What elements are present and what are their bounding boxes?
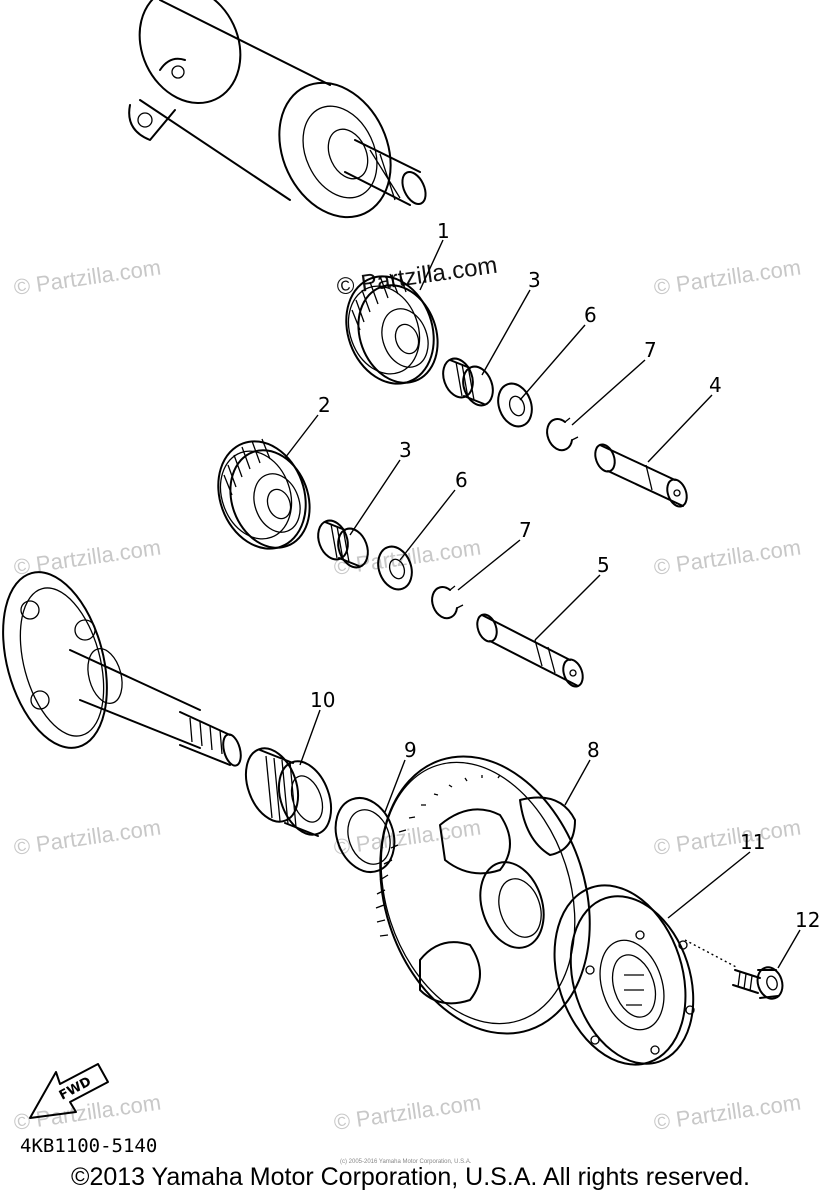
- watermark: © Partzilla.com: [12, 255, 162, 300]
- crankshaft: [2, 571, 242, 767]
- part-label-9: 9: [404, 738, 417, 762]
- washer-9: [334, 797, 396, 873]
- bearing-10: [244, 747, 333, 837]
- one-way-clutch-11: [553, 884, 695, 1066]
- small-notice: (c) 2005-2016 Yamaha Motor Corporation, …: [340, 1159, 472, 1165]
- part-label-2: 2: [318, 393, 331, 417]
- watermark: © Partzilla.com: [652, 815, 802, 860]
- needle-bearing-3b: [317, 519, 369, 569]
- part-label-5: 5: [597, 553, 610, 577]
- part-label-4: 4: [709, 373, 722, 397]
- shaft-4: [594, 443, 688, 508]
- part-label-7b: 7: [519, 518, 532, 542]
- starter-motor: [128, 0, 427, 219]
- part-label-12: 12: [795, 908, 820, 932]
- watermark: © Partzilla.com: [652, 255, 802, 300]
- part-label-8: 8: [587, 738, 600, 762]
- part-label-7a: 7: [644, 338, 657, 362]
- watermark: © Partzilla.com: [12, 815, 162, 860]
- circlip-7a: [546, 417, 579, 452]
- gear-2: [217, 438, 311, 550]
- leader-lines: [284, 239, 801, 969]
- part-label-6a: 6: [584, 303, 597, 327]
- part-labels: 1 2 3 3 4 5 6 6 7 7 8 9 10 11 12: [310, 219, 820, 932]
- needle-bearing-3a: [442, 357, 494, 407]
- part-label-11: 11: [740, 830, 765, 854]
- watermark: © Partzilla.com: [652, 1090, 802, 1135]
- watermark: © Partzilla.com: [332, 1090, 482, 1135]
- part-label-6b: 6: [455, 468, 468, 492]
- part-label-1: 1: [437, 219, 450, 243]
- large-gear-8: [375, 755, 591, 1035]
- bolt-12: [732, 966, 784, 1000]
- washer-6a: [497, 382, 533, 428]
- gear-1: [345, 273, 439, 385]
- part-label-10: 10: [310, 688, 335, 712]
- watermark: © Partzilla.com: [12, 1090, 162, 1135]
- shaft-5: [476, 613, 584, 688]
- copyright-notice: ©2013 Yamaha Motor Corporation, U.S.A. A…: [71, 1163, 750, 1191]
- diagram-code: 4KB1100-5140: [20, 1135, 157, 1157]
- watermark: © Partzilla.com: [652, 535, 802, 580]
- washer-6b: [377, 545, 413, 591]
- part-label-3b: 3: [399, 438, 412, 462]
- part-label-3a: 3: [528, 268, 541, 292]
- watermark-layer: © Partzilla.com © Partzilla.com © Partzi…: [12, 252, 802, 1135]
- circlip-7b: [431, 585, 464, 620]
